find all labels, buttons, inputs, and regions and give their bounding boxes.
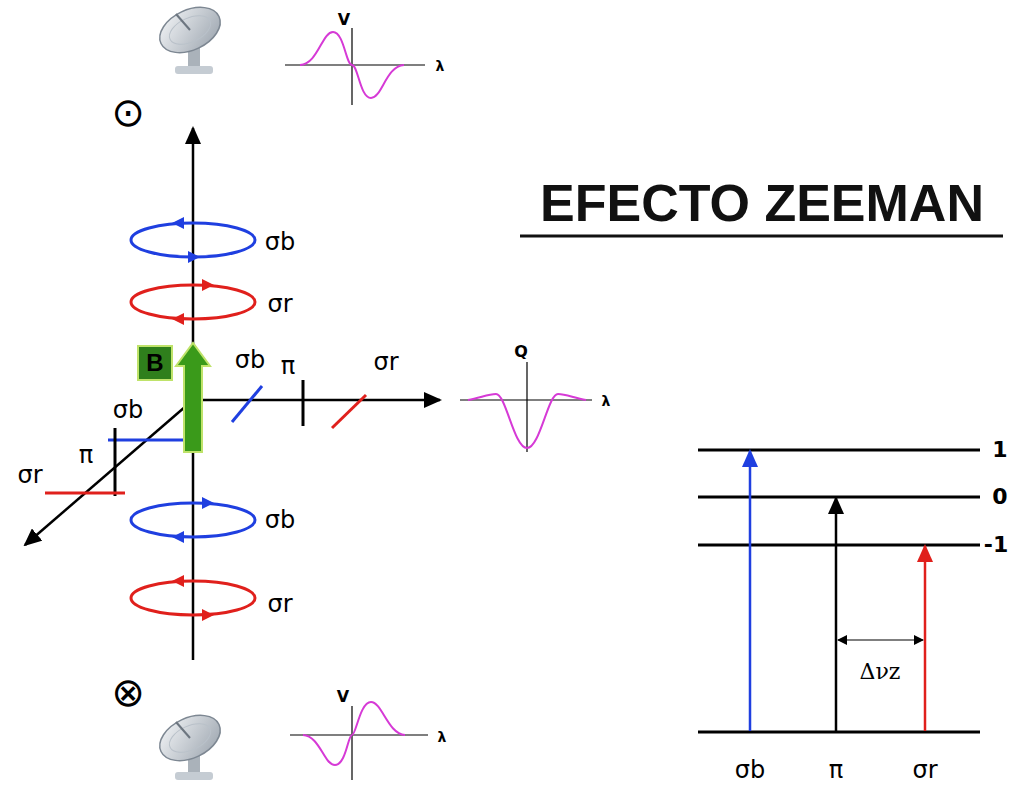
polarization-tick: [232, 386, 262, 422]
polarization-label: π: [79, 443, 93, 467]
axis-label: Q: [514, 344, 528, 360]
polarization-label: σr: [267, 292, 292, 316]
level-number: 1: [992, 439, 1007, 461]
polarization-tick: [45, 492, 125, 495]
transition-label: σr: [912, 758, 937, 782]
field-label-box: B: [137, 345, 173, 381]
stokes-v-plot: [285, 28, 425, 105]
polarization-tick: [302, 380, 305, 426]
radio-dish: [153, 706, 228, 780]
title: EFECTO ZEEMAN: [540, 177, 984, 229]
transition-arrow: [835, 498, 838, 731]
axis-label: V: [338, 12, 350, 28]
splitting-arrow: [838, 639, 923, 640]
title-underline: [520, 235, 1003, 238]
polarization-label: σr: [17, 463, 42, 487]
circular-polarization: [131, 497, 255, 621]
polarization-label: π: [281, 354, 295, 378]
level-number: 0: [992, 486, 1007, 508]
axis-label: λ: [602, 394, 611, 408]
polarization-label: σb: [265, 508, 295, 532]
polarization-label: σr: [373, 350, 398, 374]
line-of-sight-axis: [25, 400, 193, 545]
polarization-label: σb: [265, 230, 295, 254]
axis-label: λ: [438, 730, 447, 744]
splitting-label: Δνz: [860, 661, 901, 683]
transition-label: π: [829, 758, 843, 782]
axis-label: λ: [436, 59, 445, 73]
energy-levels: [698, 450, 980, 732]
circular-polarization: [131, 217, 255, 325]
line-of-sight-axis: [193, 399, 440, 402]
polarization-label: σb: [235, 348, 265, 372]
transition-arrow: [749, 451, 752, 731]
polarization-tick: [332, 395, 366, 428]
level-number: -1: [984, 534, 1008, 556]
polarization-label: σb: [113, 398, 143, 422]
stokes-q-plot: [460, 362, 592, 452]
axis-label: V: [337, 689, 349, 705]
polarization-label: σr: [267, 592, 292, 616]
polarization-tick: [108, 439, 190, 442]
magnetic-field-arrow: [176, 343, 210, 452]
direction-symbol: ⊗: [111, 672, 145, 712]
polarization-tick: [114, 428, 117, 496]
radio-dish: [153, 0, 228, 74]
stokes-v-plot: [290, 702, 428, 780]
field-symbol: B: [146, 351, 163, 375]
transition-arrow: [924, 546, 927, 731]
transition-label: σb: [735, 758, 765, 782]
direction-symbol: ⊙: [111, 92, 145, 132]
